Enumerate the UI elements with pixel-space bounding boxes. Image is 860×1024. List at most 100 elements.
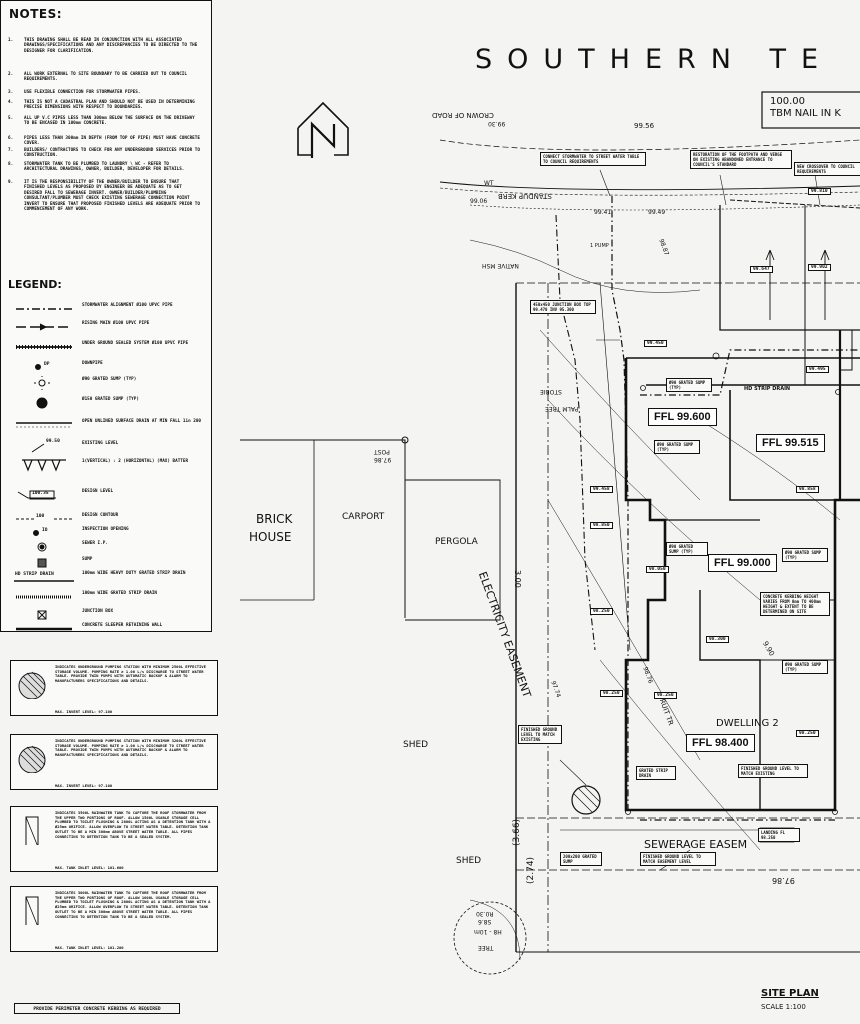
legend-symbol-icon	[16, 422, 72, 428]
legend-symbol-icon	[14, 580, 74, 582]
note-number: 3.	[8, 90, 14, 95]
tag-connect-stormwater: CONNECT STORMWATER TO STREET WATER TABLE…	[540, 152, 646, 166]
legend-item: Ø90 GRATED SUMP (TYP)	[8, 376, 204, 390]
note-text: IT IS THE RESPONSIBILITY OF THE OWNER/BU…	[24, 180, 200, 213]
legend-label: 100mm WIDE HEAVY DUTY GRATED STRIP DRAIN	[82, 571, 186, 576]
pumping-station-spec: INDICATES UNDERGROUND PUMPING STATION WI…	[10, 734, 218, 790]
legend-symbol-icon	[16, 595, 72, 599]
legend-label: STORMWATER ALIGNMENT Ø100 UPVC PIPE	[82, 303, 173, 308]
note-item: 3.USE FLEXIBLE CONNECTION FOR STORMWATER…	[8, 90, 200, 95]
level-9949: 99.49	[648, 209, 666, 216]
level-box: 98.250	[796, 730, 819, 737]
note-text: BUILDERS/ CONTRACTORS TO CHECK FOR ANY U…	[24, 148, 200, 159]
level-9956: 99.56	[634, 122, 655, 130]
post-level: 97.86	[374, 456, 392, 463]
brick-house-label-2: HOUSE	[249, 530, 292, 544]
legend-label: 1(VERTICAL) : 2 (HORIZONTAL) (MAX) BATTE…	[82, 459, 189, 464]
legend-title: LEGEND:	[8, 278, 62, 291]
tag-finished-ground: FINISHED GROUND LEVEL TO MATCH EXISTING	[518, 725, 562, 744]
tag-restoration: RESTORATION OF THE FOOTPATH AND VERGE ON…	[690, 150, 792, 169]
legend-symbol-text: 100.35	[32, 491, 49, 496]
legend-item: 1(VERTICAL) : 2 (HORIZONTAL) (MAX) BATTE…	[8, 458, 204, 472]
brick-house-label-1: BRICK	[256, 512, 293, 526]
note-number: 1.	[8, 38, 14, 43]
drawing-scale: SCALE 1:100	[761, 1003, 806, 1011]
note-item: 6. PIPES LESS THAN 300mm IN DEPTH (FROM T…	[8, 136, 200, 147]
spec-invert-level: MAX. INVERT LEVEL: 97.100	[55, 709, 113, 714]
legend-symbol-icon	[35, 364, 41, 370]
shed-label-1: SHED	[403, 740, 429, 750]
legend-label: SEWER I.P.	[82, 541, 108, 546]
note-text: THIS IS NOT A CADASTRAL PLAN AND SHOULD …	[24, 100, 195, 111]
legend-symbol-icon	[31, 443, 45, 453]
legend-item: 99.50 EXISTING LEVEL	[8, 439, 204, 454]
spec-invert-level: MAX. TANK INLET LEVEL: 101.200	[55, 945, 124, 950]
standup-kerb: STANDUP KERB	[498, 192, 552, 200]
legend-symbol-icon	[37, 542, 47, 552]
note-number: 4.	[8, 100, 14, 105]
post-label: POST	[374, 448, 390, 455]
legend-item: 100mm WIDE GRATED STRIP DRAIN	[8, 590, 204, 604]
legend-symbol-text: DP	[44, 362, 50, 367]
legend-symbol-icon	[33, 530, 39, 536]
note-number: 7.	[8, 148, 14, 153]
note-text: THIS DRAWING SHALL BE READ IN CONJUNCTIO…	[24, 38, 198, 54]
legend-item: CONCRETE SLEEPER RETAINING WALL	[8, 622, 204, 636]
legend-symbol-text: IO	[42, 528, 48, 533]
level-box: 98.250	[600, 690, 623, 697]
level-box: 99.458	[590, 486, 613, 493]
tag-junction-box: 450x450 JUNCTION BOX TOP 99.470 INV 95.3…	[530, 300, 596, 314]
sewerage-easement: SEWERAGE EASEM	[644, 838, 748, 851]
spec-invert-level: MAX. TANK INLET LEVEL: 101.600	[55, 865, 124, 870]
level-box: 99.647	[750, 266, 773, 273]
note-text: PIPES LESS THAN 300mm IN DEPTH (FROM TOP…	[24, 136, 200, 147]
tank-icon	[25, 896, 39, 925]
legend-item: STORMWATER ALIGNMENT Ø100 UPVC PIPE	[8, 302, 204, 316]
legend-symbol-text: HD STRIP DRAIN	[15, 572, 54, 577]
rainwater-tank-spec: INDICATES 3500L RAINWATER TANK TO CAPTUR…	[10, 806, 218, 872]
tree-height: H8 - 10m	[474, 928, 502, 935]
legend-item: SUMP	[8, 556, 204, 570]
legend-symbol-icon	[16, 345, 72, 349]
tag-sump-1: Ø90 GRATED SUMP (TYP)	[666, 378, 712, 392]
hatch-circle-icon	[18, 745, 46, 773]
spec-text: INDICATES 3500L RAINWATER TANK TO CAPTUR…	[55, 810, 211, 839]
level-box: 99.902	[808, 264, 831, 271]
note-number: 6.	[8, 136, 14, 141]
kerbing-note: PROVIDE PERIMETER CONCRETE KERBING AS RE…	[14, 1003, 180, 1014]
legend-label: INSPECTION OPENING	[82, 527, 129, 532]
level-box: 98.050	[646, 566, 669, 573]
legend-symbol-icon	[16, 627, 72, 631]
legend-item: JUNCTION BOX	[8, 608, 204, 622]
pumping-station-spec: INDICATES UNDERGROUND PUMPING STATION WI…	[10, 660, 218, 716]
legend-label: JUNCTION BOX	[82, 609, 114, 614]
note-text: STORMWATER TANK TO BE PLUMBED TO LAUNDRY…	[24, 162, 185, 173]
level-box: 99.810	[808, 188, 831, 195]
crown-level: 99.30	[488, 120, 506, 127]
legend-symbol-text: 99.50	[46, 439, 60, 444]
level-box: 99.495	[806, 366, 829, 373]
wt-label: WT	[484, 180, 494, 187]
tag-finished-ground-2: FINISHED GROUND LEVEL TO MATCH EXISTING	[738, 764, 808, 778]
tag-sump-4: Ø90 GRATED SUMP (TYP)	[782, 548, 828, 562]
legend-symbol-icon	[34, 376, 50, 390]
hatch-circle-icon	[18, 671, 46, 699]
rainwater-tank-spec: INDICATES 3000L RAINWATER TANK TO CAPTUR…	[10, 886, 218, 952]
level-9786: 97.86	[772, 876, 795, 885]
pump-station-icon	[571, 785, 601, 815]
level-box: 98.300	[706, 636, 729, 643]
legend-label: OPEN UNLINED SURFACE DRAIN AT MIN FALL 1…	[82, 419, 201, 424]
legend-item: IO INSPECTION OPENING	[8, 526, 204, 540]
level-box: 98.250	[654, 692, 677, 699]
tree-icon	[453, 901, 527, 975]
legend-item: SEWER I.P.	[8, 540, 204, 554]
legend-label: 100mm WIDE GRATED STRIP DRAIN	[82, 591, 158, 596]
tbm-box	[761, 91, 860, 129]
level-box: 98.858	[796, 486, 819, 493]
hd-strip-drain-label: HD STRIP DRAIN	[744, 386, 791, 392]
spec-invert-level: MAX. INVERT LEVEL: 97.100	[55, 783, 113, 788]
legend-label: EXISTING LEVEL	[82, 441, 119, 446]
